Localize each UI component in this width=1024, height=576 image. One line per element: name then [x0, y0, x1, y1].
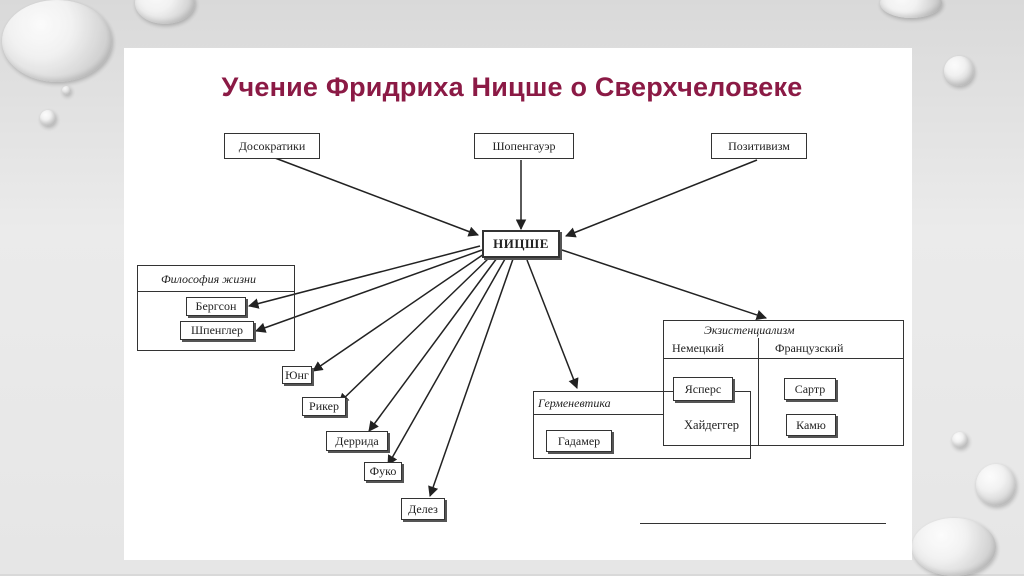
- water-drop-decoration: [2, 0, 112, 82]
- arrow-nietzsche-to-bergson: [247, 245, 481, 309]
- water-drop-decoration: [944, 56, 974, 86]
- water-drop-decoration: [912, 518, 996, 576]
- schopenhauer-box: Шопенгауэр: [474, 133, 574, 159]
- philosophy-of-life-label: Философия жизни: [161, 272, 256, 286]
- arrow-nietzsche-to-deleuze: [428, 258, 514, 497]
- ricoeur-box: Рикер: [302, 397, 346, 416]
- hermeneutics-group: [533, 391, 751, 459]
- arrow-presocratics-to-nietzsche: [274, 157, 479, 237]
- german-existentialism-label: Немецкий: [672, 341, 725, 355]
- foucault-box: Фуко: [364, 462, 402, 481]
- arrow-nietzsche-to-jung: [312, 253, 485, 372]
- hermeneutics-divider: [533, 414, 663, 415]
- arrow-nietzsche-to-spengler: [255, 249, 483, 333]
- slide-title: Учение Фридриха Ницше о Сверхчеловеке: [221, 72, 803, 102]
- arrow-positivism-to-nietzsche: [565, 159, 758, 238]
- sartre-box: Сартр: [784, 378, 836, 400]
- philosophy-of-life-divider: [137, 291, 295, 292]
- spengler-box: Шпенглер: [180, 321, 254, 340]
- camus-box: Камю: [786, 414, 836, 436]
- arrow-nietzsche-to-derrida: [368, 257, 498, 432]
- french-existentialism-label: Французский: [775, 341, 844, 355]
- arrow-nietzsche-to-hermeneutics: [526, 259, 579, 389]
- footer-rule: [640, 523, 886, 524]
- arrow-nietzsche-to-existentialism: [561, 249, 767, 320]
- jung-box: Юнг: [282, 366, 312, 384]
- heidegger-label: Хайдеггер: [684, 418, 740, 432]
- existentialism-group: [663, 320, 904, 446]
- presocratics-box: Досократики: [224, 133, 320, 159]
- water-drop-decoration: [40, 110, 56, 126]
- deleuze-box: Делез: [401, 498, 445, 520]
- philosophy-of-life-group: [137, 265, 295, 351]
- jaspers-box: Ясперс: [673, 377, 733, 401]
- existentialism-divider: [663, 358, 904, 359]
- positivism-box: Позитивизм: [711, 133, 807, 159]
- water-drop-decoration: [976, 464, 1016, 506]
- water-drop-decoration: [880, 0, 942, 18]
- existentialism-column-divider: [758, 338, 759, 446]
- derrida-box: Деррида: [326, 431, 388, 451]
- nietzsche-box: НИЦШЕ: [482, 230, 560, 258]
- bergson-box: Бергсон: [186, 297, 246, 316]
- water-drop-decoration: [62, 86, 71, 95]
- arrow-nietzsche-to-ricoeur: [338, 256, 491, 404]
- existentialism-label: Экзистенциализм: [704, 323, 795, 337]
- gadamer-box: Гадамер: [546, 430, 612, 452]
- arrow-nietzsche-to-foucault: [387, 258, 506, 466]
- water-drop-decoration: [952, 432, 968, 448]
- hermeneutics-label: Герменевтика: [538, 396, 611, 410]
